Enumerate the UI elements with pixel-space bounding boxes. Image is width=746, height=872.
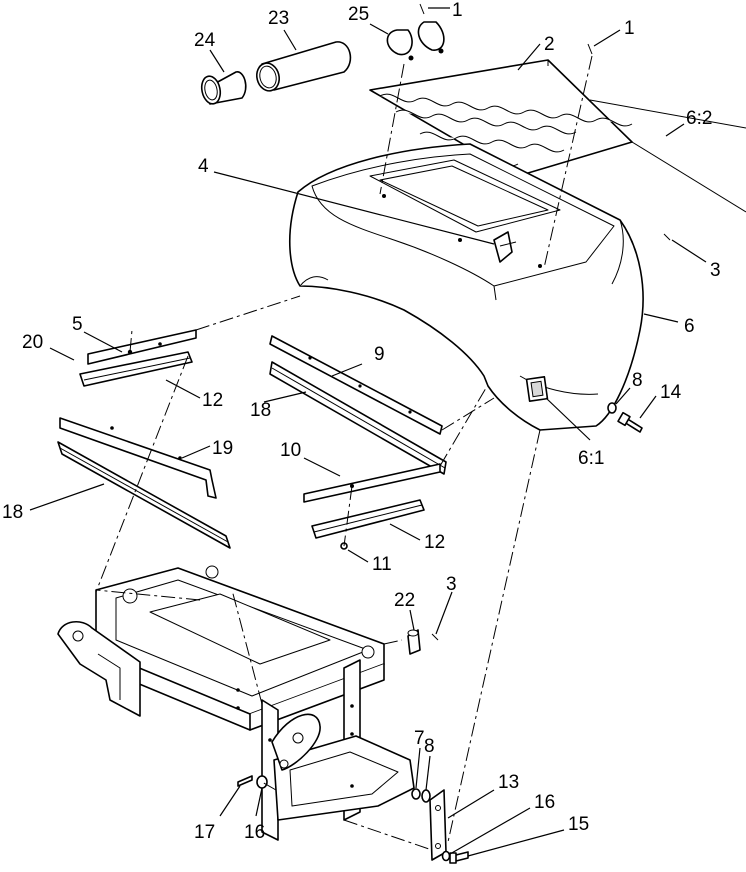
leader-8a: [615, 387, 631, 405]
part-12-strip-right: [311, 499, 425, 539]
callout-1-top: 1: [452, 0, 463, 21]
callout-8-lower: 8: [424, 736, 435, 757]
part-15-bolt: [449, 851, 469, 864]
callout-2: 2: [544, 34, 555, 55]
frame-chassis: [57, 565, 415, 841]
callout-24: 24: [194, 30, 216, 51]
callout-22: 22: [394, 590, 415, 611]
callout-19: 19: [212, 438, 233, 459]
leader-6-1: [545, 397, 591, 441]
leader-3a: [671, 239, 707, 263]
callout-10: 10: [280, 440, 301, 461]
part-4-latch: [493, 231, 517, 263]
leader-13: [447, 789, 495, 819]
leader-9: [331, 363, 363, 377]
part-25-clamps: [386, 21, 445, 61]
part-17-screw: [237, 775, 253, 787]
callout-8-upper: 8: [632, 370, 643, 391]
callout-13: 13: [498, 772, 519, 793]
leader-16b: [255, 787, 263, 817]
part-18-rail-left: [57, 441, 231, 549]
part-18-rail-middle: [269, 361, 447, 475]
part-10-bracket: [303, 463, 441, 503]
leader-18b: [29, 483, 105, 511]
leader-20: [49, 347, 75, 361]
part-16-washer-left: [256, 775, 268, 789]
callout-15: 15: [568, 814, 589, 835]
leader-4: [213, 171, 495, 245]
part-3-pin-lower: [431, 633, 439, 641]
part-6-1-decal: [525, 376, 549, 402]
callout-3-lower: 3: [446, 574, 457, 595]
callout-16-lower: 16: [534, 792, 555, 813]
callout-9: 9: [374, 344, 385, 365]
callout-5: 5: [72, 314, 83, 335]
leader-2: [517, 43, 541, 71]
callout-16-left: 16: [244, 822, 265, 843]
part-6-2-panel: [589, 99, 746, 213]
leader-16a: [449, 807, 531, 855]
leader-18a: [263, 391, 307, 403]
leader-19: [181, 445, 211, 459]
leader-10: [303, 457, 341, 477]
part-23-tube: [256, 41, 352, 92]
part-8-washer-upper: [607, 402, 617, 414]
callout-14: 14: [660, 382, 682, 403]
callout-25: 25: [348, 4, 369, 25]
part-16-washer-lower: [441, 850, 451, 862]
callout-6: 6: [684, 316, 695, 337]
callout-17: 17: [194, 822, 215, 843]
leader-15: [467, 829, 565, 857]
leader-1b: [593, 29, 621, 47]
leader-5: [83, 331, 123, 353]
leader-22: [409, 609, 415, 631]
leader-11: [347, 549, 369, 563]
part-3-pin-upper: [663, 233, 671, 241]
leader-12a: [165, 379, 201, 399]
phantom-lines: [95, 55, 593, 851]
callout-labels: 24 23 25 1 1 2 6:2 4 3 6 5 20 9 12 18 8 …: [2, 0, 721, 843]
callout-18-middle: 18: [250, 400, 271, 421]
callout-1-right: 1: [624, 18, 635, 39]
part-19-plate: [59, 417, 217, 499]
part-12-strip-left: [79, 351, 193, 387]
part-22-bushing: [407, 629, 421, 655]
leader-14: [639, 395, 657, 419]
leader-6-2: [665, 123, 685, 137]
callout-4: 4: [198, 156, 209, 177]
part-9-strip: [269, 335, 443, 435]
part-1-pins: [419, 3, 593, 55]
part-8-washer-lower: [421, 789, 431, 803]
leader-25: [369, 23, 389, 35]
leader-23: [283, 29, 297, 51]
callout-20: 20: [22, 332, 43, 353]
callout-6-1: 6:1: [578, 448, 604, 469]
part-7-nut: [411, 788, 421, 800]
callout-3-upper: 3: [710, 260, 721, 281]
part-14-bolt: [617, 411, 643, 433]
callout-23: 23: [268, 8, 289, 29]
leader-7: [415, 747, 421, 789]
callout-18-left: 18: [2, 502, 23, 523]
part-13-bracket-strap: [429, 789, 447, 861]
callout-12-right: 12: [424, 532, 445, 553]
leader-6: [643, 313, 679, 323]
leader-lines: [29, 7, 707, 857]
leader-3b: [435, 591, 453, 635]
callout-7: 7: [414, 728, 425, 749]
part-24-sleeve: [200, 71, 247, 105]
leader-8b: [425, 755, 431, 791]
leader-24: [209, 49, 225, 73]
leader-12b: [389, 523, 421, 541]
callout-12-left: 12: [202, 390, 223, 411]
callout-11: 11: [372, 554, 392, 575]
leader-17: [219, 785, 241, 817]
callout-6-2: 6:2: [686, 108, 712, 129]
part-6-hood: [288, 143, 644, 431]
